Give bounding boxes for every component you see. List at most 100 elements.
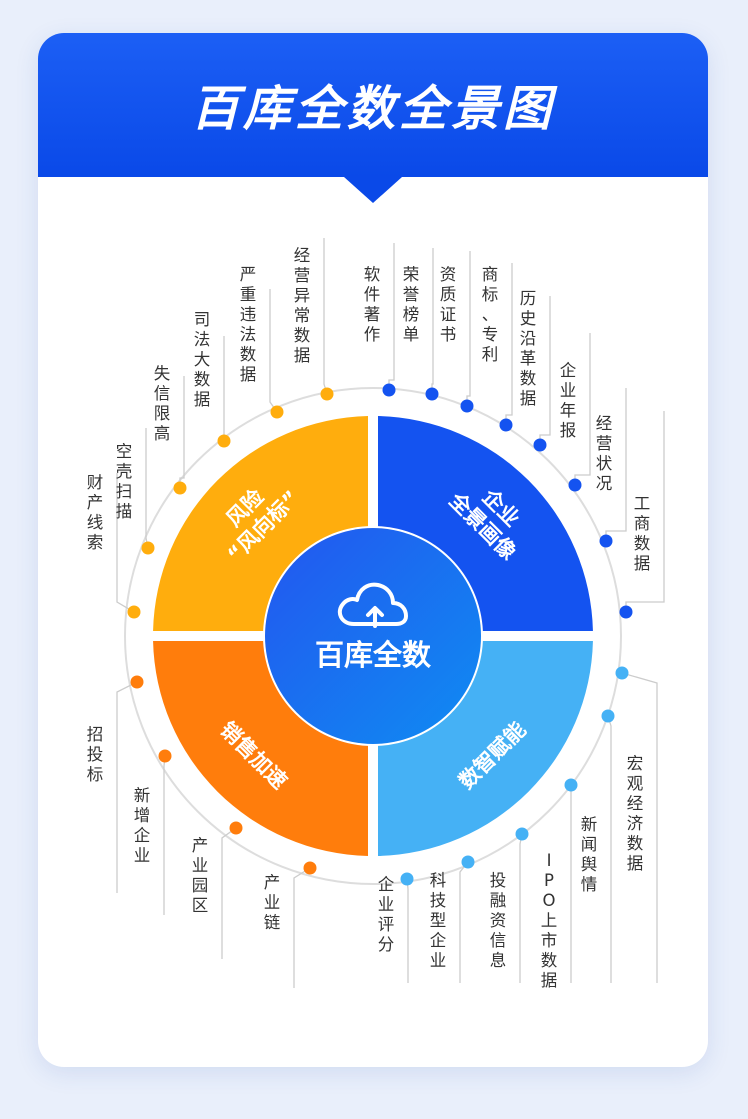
- label-risk: 失信限高: [154, 364, 171, 443]
- connector-dot: [515, 827, 529, 841]
- quadrant-risk: [153, 416, 368, 631]
- label-char: 信: [154, 384, 171, 403]
- label-char: 舆: [581, 855, 598, 874]
- label-char: 商: [482, 265, 499, 284]
- label-char: 产: [192, 836, 209, 855]
- label-data: 宏观经济数据: [627, 754, 644, 873]
- connector-dot: [382, 383, 396, 397]
- label-char: 违: [240, 305, 257, 324]
- label-char: 扫: [116, 482, 133, 501]
- connector-dot: [615, 666, 629, 680]
- label-char: 著: [364, 305, 381, 324]
- quadrant-enterprise: [378, 416, 593, 631]
- connector-dot: [303, 861, 317, 875]
- label-char: 常: [294, 306, 311, 325]
- label-char: 投: [87, 745, 104, 764]
- label-char: 壳: [116, 462, 133, 481]
- label-char: 标: [482, 285, 499, 304]
- connector-dot: [461, 855, 475, 869]
- page-title: 百库全数全景图: [190, 81, 555, 137]
- center-label: 百库全数: [315, 638, 432, 672]
- connector-dot: [601, 709, 615, 723]
- label-char: 商: [634, 514, 651, 533]
- label-char: 企: [560, 361, 577, 380]
- label-char: 产: [87, 493, 104, 512]
- connector-line: [431, 248, 434, 394]
- label-char: 年: [560, 401, 577, 420]
- panorama-card: 百库全数全景图 风险“风向标”企业全景画像销售加速数智赋能 百库全数 财产线索空…: [38, 33, 708, 1067]
- label-char: 财: [87, 473, 104, 492]
- connector-line: [221, 827, 237, 959]
- connector-dot: [127, 605, 141, 619]
- label-char: 招: [87, 725, 104, 744]
- label-char: 业: [192, 856, 209, 875]
- label-char: 质: [440, 285, 457, 304]
- label-risk: 司法大数据: [194, 310, 211, 409]
- label-sales: 产业链: [264, 873, 281, 932]
- label-char: 企: [378, 875, 395, 894]
- label-char: 据: [240, 365, 257, 384]
- label-risk: 空壳扫描: [116, 442, 133, 521]
- label-char: 闻: [581, 835, 598, 854]
- label-char: 法: [194, 330, 211, 349]
- label-char: 资: [490, 911, 507, 930]
- label-char: 失: [154, 364, 171, 383]
- label-char: 标: [87, 765, 104, 784]
- label-char: 据: [194, 390, 211, 409]
- label-char: 、: [482, 305, 499, 324]
- label-char: 信: [490, 931, 507, 950]
- connector-line: [388, 243, 395, 390]
- connector-dot: [158, 749, 172, 763]
- label-char: 线: [87, 513, 104, 532]
- title-banner: 百库全数全景图: [38, 33, 708, 177]
- label-char: 资: [440, 265, 457, 284]
- label-char: 史: [520, 309, 537, 328]
- label-sales: 产业园区: [192, 836, 209, 915]
- label-char: 经: [627, 794, 644, 813]
- label-char: 数: [634, 534, 651, 553]
- connector-line: [163, 755, 166, 915]
- connector-line: [519, 833, 523, 983]
- connector-line: [621, 672, 658, 983]
- label-char: 严: [240, 265, 257, 284]
- label-char: 评: [378, 915, 395, 934]
- label-char: 报: [560, 421, 577, 440]
- label-char: 业: [134, 846, 151, 865]
- label-char: 荣: [403, 265, 420, 284]
- label-char: 数: [240, 345, 257, 364]
- connector-line: [505, 263, 513, 425]
- connector-dot: [533, 438, 547, 452]
- quadrant-data: [378, 641, 593, 856]
- connector-line: [269, 289, 278, 413]
- label-char: 情: [581, 875, 598, 894]
- connector-dot: [270, 405, 284, 419]
- panorama-diagram: 风险“风向标”企业全景画像销售加速数智赋能 百库全数 财产线索空壳扫描失信限高司…: [87, 177, 665, 990]
- label-char: 高: [154, 424, 171, 443]
- label-enterprise: 经营状况: [596, 414, 613, 493]
- label-char: 数: [294, 326, 311, 345]
- label-char: 历: [520, 289, 537, 308]
- connector-line: [406, 878, 409, 983]
- center-disc: [265, 528, 481, 744]
- label-char: 数: [520, 369, 537, 388]
- label-char: 状: [596, 454, 613, 473]
- label-char: 链: [264, 913, 281, 932]
- label-char: 据: [634, 554, 651, 573]
- label-char: 数: [194, 370, 211, 389]
- label-char: 大: [194, 350, 211, 369]
- connector-line: [607, 715, 612, 983]
- label-sales: 新增企业: [134, 786, 151, 865]
- label-char: 软: [364, 265, 381, 284]
- label-char: I: [547, 851, 552, 870]
- label-char: 企: [134, 826, 151, 845]
- connector-line: [574, 333, 591, 485]
- label-char: 经: [596, 414, 613, 433]
- label-char: 据: [294, 346, 311, 365]
- label-enterprise: 商标、专利: [482, 265, 499, 364]
- label-char: 据: [627, 854, 644, 873]
- label-char: 经: [294, 246, 311, 265]
- label-char: 革: [520, 349, 537, 368]
- label-char: 产: [264, 873, 281, 892]
- label-char: 利: [482, 345, 499, 364]
- connector-dot: [460, 399, 474, 413]
